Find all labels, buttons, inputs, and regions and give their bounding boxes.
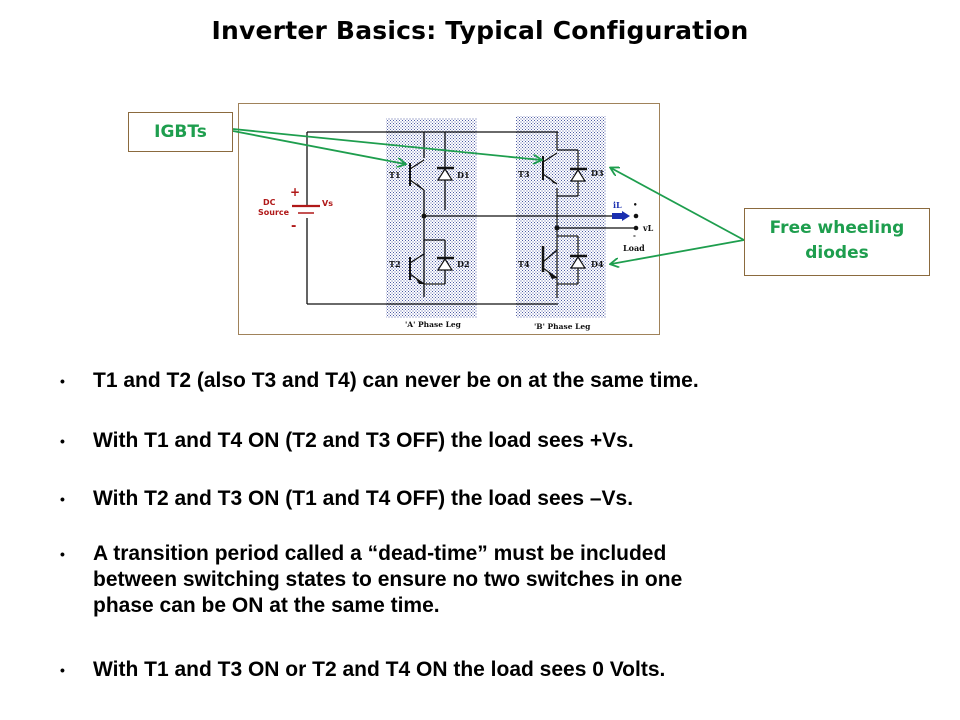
igbts-callout: IGBTs (128, 112, 233, 152)
freewheeling-line2: diodes (805, 243, 869, 263)
bullet-dot: • (60, 491, 65, 507)
slide-title: Inverter Basics: Typical Configuration (211, 16, 749, 45)
bullet-text: T1 and T2 (also T3 and T4) can never be … (93, 369, 699, 392)
bullet-text: A transition period called a “dead-time”… (93, 542, 683, 617)
bullet-dot: • (60, 373, 65, 389)
freewheeling-line1: Free wheeling (769, 218, 905, 238)
bullet-dot: • (60, 662, 65, 678)
bullet-text: With T1 and T3 ON or T2 and T4 ON the lo… (93, 658, 666, 681)
bullet-dot: • (60, 546, 65, 562)
bullet-text: With T2 and T3 ON (T1 and T4 OFF) the lo… (93, 487, 634, 510)
bullet-dot: • (60, 433, 65, 449)
freewheeling-diodes-callout: Free wheeling diodes (744, 208, 930, 276)
circuit-diagram-frame (238, 103, 660, 335)
bullet-text: With T1 and T4 ON (T2 and T3 OFF) the lo… (93, 429, 634, 452)
